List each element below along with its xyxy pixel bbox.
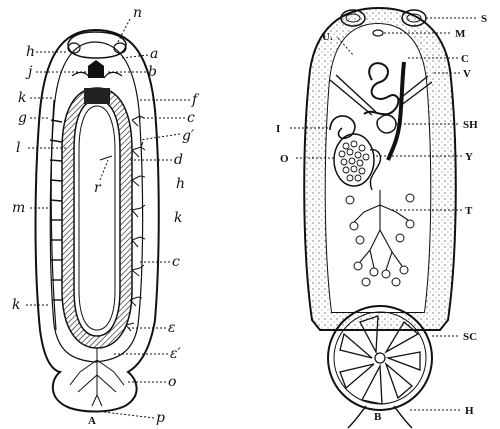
label-d: d [174, 152, 183, 168]
label-O: O [280, 153, 289, 165]
label-m: m [12, 200, 25, 216]
label-Y: Y [465, 151, 473, 163]
label-T: T [465, 205, 473, 217]
label-h-lower: h [176, 176, 185, 192]
label-k-upper: k [18, 90, 26, 106]
label-c-lower: c [172, 254, 180, 270]
label-k-mid: k [174, 210, 182, 226]
label-SC: SC [463, 331, 477, 343]
label-l: l [16, 140, 20, 156]
right-sucker-left [340, 9, 366, 27]
label-S: S [481, 13, 487, 25]
label-b: b [148, 64, 157, 80]
label-SH: SH [463, 119, 478, 131]
right-ovary [333, 133, 375, 187]
right-sucker-left-inner [345, 13, 361, 23]
label-M: M [455, 28, 466, 40]
right-hooks [347, 405, 413, 429]
left-dendritic-glands [125, 115, 146, 332]
left-tail-branches [69, 348, 125, 407]
left-leader-lines [26, 18, 190, 419]
label-a: a [150, 46, 158, 62]
right-ducts [329, 74, 433, 116]
label-A: A [88, 415, 96, 427]
label-B: B [374, 411, 382, 423]
label-k-lower: k [12, 297, 20, 313]
right-testes-tree [353, 190, 409, 271]
label-h-upper: h [26, 44, 35, 60]
right-uterus [363, 62, 400, 116]
label-n: n [133, 5, 142, 21]
label-V: V [463, 68, 471, 80]
label-epsilon: ε [168, 320, 176, 336]
left-nerve-commissure [71, 71, 123, 79]
label-o: o [168, 374, 176, 390]
label-r: r [94, 180, 102, 196]
left-duct-r [99, 155, 113, 161]
label-p: p [156, 410, 165, 426]
right-leader-lines [290, 17, 478, 411]
left-eye-spot-right [113, 42, 127, 54]
right-worm-diagram [303, 6, 457, 429]
left-labels: n h a j b k f g c g′ l d r h m k c k ε ε… [12, 5, 200, 427]
right-shell-gland [376, 114, 397, 134]
right-body-interior [325, 24, 431, 312]
right-vagina [386, 61, 406, 161]
left-worm-diagram [34, 28, 160, 413]
left-pharynx [84, 88, 110, 104]
label-g-prime: g′ [182, 128, 195, 144]
right-intestine [329, 115, 356, 140]
label-I: I [276, 123, 280, 135]
right-testes-follicles [345, 193, 415, 287]
label-c-upper: c [187, 110, 195, 126]
left-eye-spot-left [67, 42, 81, 54]
right-labels: S U. M C V I SH O Y T SC B H [276, 13, 487, 423]
right-yolk-duct [369, 149, 382, 191]
right-caudal-sucker [327, 305, 433, 411]
label-f: f [191, 92, 200, 108]
label-C: C [461, 53, 469, 65]
label-g: g [18, 110, 27, 126]
label-j: j [25, 64, 33, 80]
label-H: H [465, 405, 474, 417]
label-epsilon-prime: ε′ [170, 346, 182, 362]
left-lumen [78, 105, 116, 331]
label-U: U. [322, 31, 333, 43]
left-nerve-branches [49, 119, 63, 301]
right-mouth [372, 29, 384, 37]
right-sucker-right-inner [406, 13, 422, 23]
left-head-outline [67, 31, 127, 59]
left-ganglion [88, 60, 104, 78]
left-body-outline [34, 28, 160, 413]
